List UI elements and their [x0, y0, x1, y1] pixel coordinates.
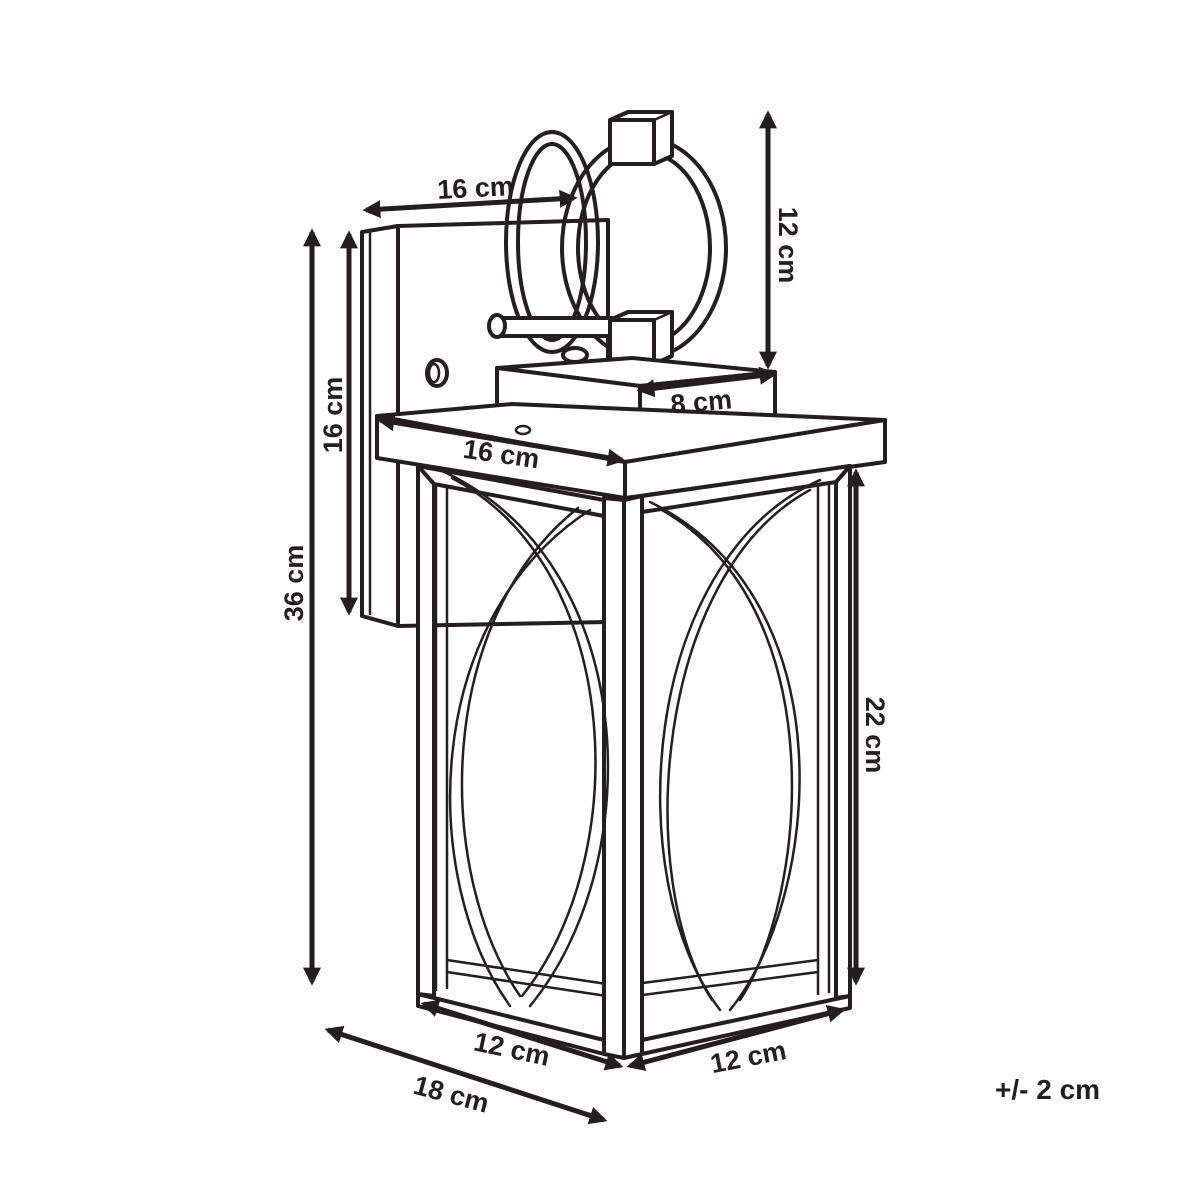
- ring-bracket: [487, 110, 728, 366]
- dim-line-top-width: [376, 413, 626, 467]
- dim-line-bracket-base: [636, 366, 778, 398]
- dim-line-top-depth: [362, 189, 578, 219]
- dim-line-total-depth: [324, 1025, 608, 1125]
- tolerance-note: +/- 2 cm: [995, 1074, 1101, 1105]
- label-bracket-base: 8 cm: [669, 384, 733, 419]
- dim-line-base-right: [626, 1004, 846, 1072]
- dimension-lines: [303, 110, 865, 1125]
- label-mount-height: 16 cm: [318, 377, 348, 454]
- label-top-depth: 16 cm: [437, 171, 515, 205]
- label-total-height: 36 cm: [279, 545, 309, 622]
- label-hook-height: 12 cm: [773, 207, 803, 284]
- label-body-height: 22 cm: [860, 697, 890, 774]
- lantern-drawing: [360, 110, 887, 1060]
